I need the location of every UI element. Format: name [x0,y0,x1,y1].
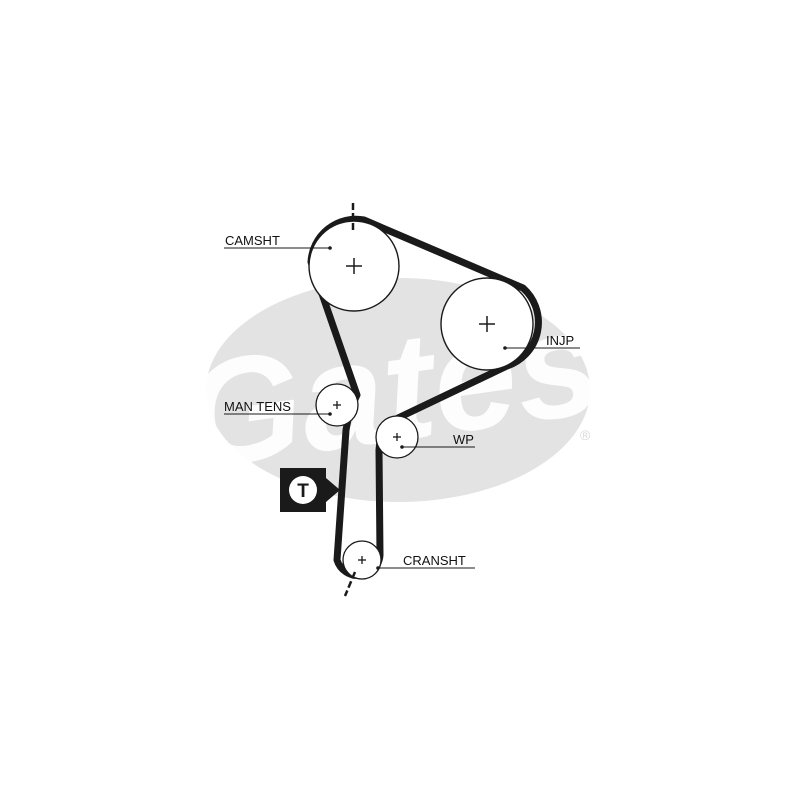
water-pump-leader-dot [400,445,404,449]
leader-lines [224,246,580,570]
camshaft-leader-dot [328,246,332,250]
tension-marker-letter: T [297,481,309,502]
gates-registered-mark: ® [580,427,591,443]
water-pump-label: WP [453,432,474,447]
crankshaft-pulley [342,540,382,580]
injection-pump-label: INJP [546,333,574,348]
camshaft-pulley [308,220,400,312]
manual-tensioner-pulley [315,383,359,427]
gates-logo: Gates ® [173,276,610,502]
crankshaft-timing-mark [343,571,357,597]
water-pump-pulley [375,415,419,459]
crankshaft-leader-dot [376,566,380,570]
manual-tensioner-leader-dot [328,412,332,416]
gates-logo-text: Gates [173,276,609,500]
crankshaft-label: CRANSHT [403,553,466,568]
injection-pump-leader-dot [503,346,507,350]
camshaft-label: CAMSHT [225,233,280,248]
injection-pump-pulley [440,277,534,371]
manual-tensioner-label: MAN TENS [224,399,291,414]
tension-point-icon: T [280,468,340,512]
